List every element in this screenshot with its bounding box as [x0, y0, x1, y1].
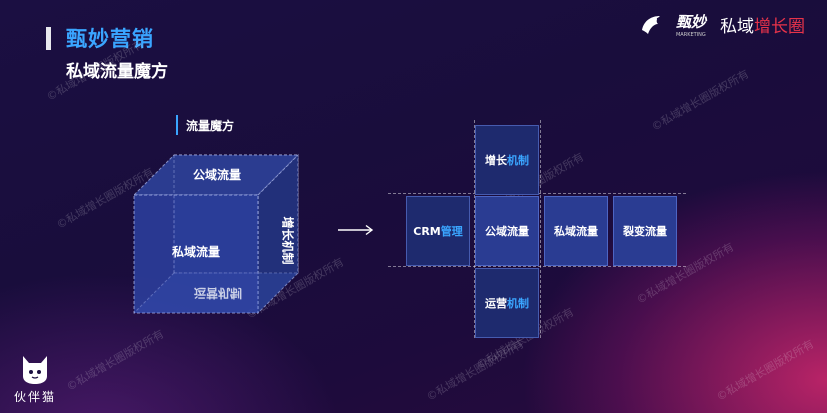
- watermark: ©私域增长圈版权所有: [649, 67, 752, 134]
- cube-front-face: [133, 194, 259, 314]
- watermark: ©私域增长圈版权所有: [64, 327, 167, 394]
- net-face-top: 增长机制: [475, 125, 539, 195]
- cube-front-text: 私域流量: [172, 245, 221, 259]
- page-title: 私域流量魔方: [66, 62, 168, 82]
- partner-logo: 伙伴猫: [14, 352, 56, 405]
- brand-title: 甄妙营销: [66, 27, 154, 51]
- header-bar: [46, 27, 51, 50]
- partner-logo-text: 伙伴猫: [14, 390, 57, 404]
- net-face-right1: 私域流量: [544, 196, 608, 266]
- cube-label: 流量魔方: [186, 119, 235, 133]
- bird-logo-icon: [641, 16, 660, 34]
- logo-left-group: 甄妙 MARKETING: [676, 11, 706, 38]
- net-guide-line: [540, 120, 541, 338]
- net-guide-line: [388, 266, 686, 267]
- cube-illustration: [132, 153, 300, 315]
- logo-right-b: 增长圈: [754, 16, 805, 37]
- logo-left-text: 甄妙: [675, 12, 706, 31]
- logo-right: 私域增长圈: [720, 12, 805, 37]
- net-face-bottom: 运营机制: [475, 268, 539, 338]
- cube-side-text: 增长机制: [280, 216, 295, 265]
- cat-logo-icon: [23, 356, 47, 384]
- logo-left-sub: MARKETING: [675, 31, 706, 38]
- watermark: ©私域增长圈版权所有: [424, 337, 527, 404]
- net-face-right2: 裂变流量: [613, 196, 677, 266]
- cube-bottom-text: 运营机制: [194, 286, 243, 300]
- cube-label-bar: [176, 115, 178, 135]
- cube-top-text: 公域流量: [193, 168, 242, 182]
- watermark: ©私域增长圈版权所有: [714, 337, 817, 404]
- right-arrow-icon: [338, 224, 374, 236]
- logo-right-a: 私域: [720, 16, 754, 37]
- net-guide-line: [474, 120, 475, 338]
- brand-logo: 甄妙 MARKETING 私域增长圈: [638, 10, 805, 38]
- net-face-center: 公域流量: [475, 196, 539, 266]
